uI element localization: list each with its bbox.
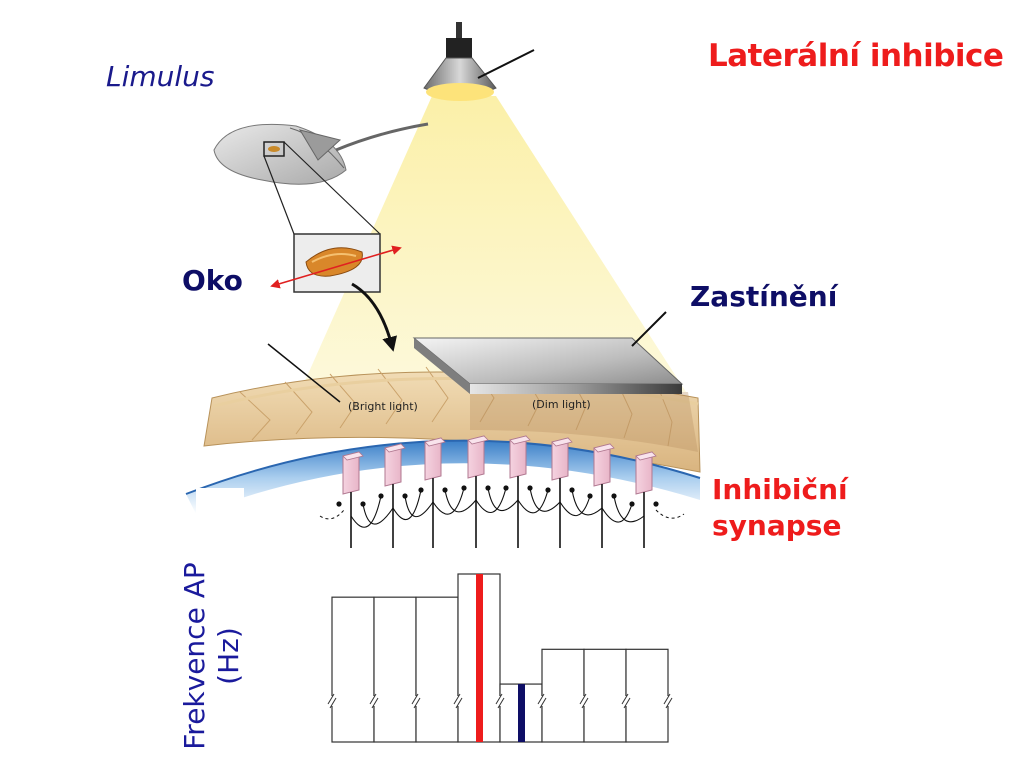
chart-bar (373, 596, 417, 743)
axis-break-mark (369, 693, 379, 709)
axis-break-mark (579, 693, 589, 709)
receptor-cell (629, 451, 659, 548)
lamp-icon (423, 22, 535, 101)
receptor-cell (336, 451, 394, 548)
receptor-cell (378, 443, 434, 548)
axis-break-mark (537, 693, 547, 709)
ommatidia-tissue (203, 366, 701, 473)
chart-bar (331, 596, 375, 743)
shading-plate (412, 311, 684, 394)
synapse-label-line1: Inhibiční (712, 473, 848, 506)
chart-bar (415, 596, 459, 743)
axis-break-mark (621, 693, 631, 709)
chart-bar (541, 648, 585, 743)
cornea (186, 440, 700, 514)
receptor-cell (545, 437, 603, 548)
shadow-region (470, 392, 698, 452)
pointer-line (267, 343, 341, 403)
chart-bar (583, 648, 627, 743)
receptor-cell (503, 435, 561, 548)
page-title: Laterální inhibice (708, 38, 1004, 74)
y-axis-label-line2: (Hz) (212, 627, 245, 685)
frequency-chart (327, 573, 673, 743)
dim-light-caption: (Dim light) (532, 398, 591, 411)
axis-break-mark (495, 693, 505, 709)
receptor-cell (587, 443, 645, 548)
axis-break-mark (453, 693, 463, 709)
eye-label: Oko (182, 264, 243, 297)
axis-break-mark (411, 693, 421, 709)
receptor-cells (319, 435, 685, 548)
y-axis-label: Frekvence AP (Hz) (178, 556, 378, 756)
y-axis-label-line1: Frekvence AP (178, 562, 211, 750)
receptor-cell (418, 437, 477, 548)
axis-break-mark (327, 693, 337, 709)
highlight-marker (476, 574, 483, 742)
receptor-cell (461, 435, 519, 548)
organism-label: Limulus (106, 60, 215, 93)
limulus-crab-icon (213, 122, 429, 235)
chart-bar (625, 648, 669, 743)
bright-light-caption: (Bright light) (348, 400, 418, 413)
eye-inset (270, 233, 402, 352)
axis-break-mark (663, 693, 673, 709)
synapse-label: Inhibiční synapse (712, 472, 848, 544)
light-beam (300, 96, 686, 392)
synapse-label-line2: synapse (712, 509, 842, 542)
shading-label: Zastínění (690, 280, 838, 313)
highlight-marker (518, 684, 525, 742)
